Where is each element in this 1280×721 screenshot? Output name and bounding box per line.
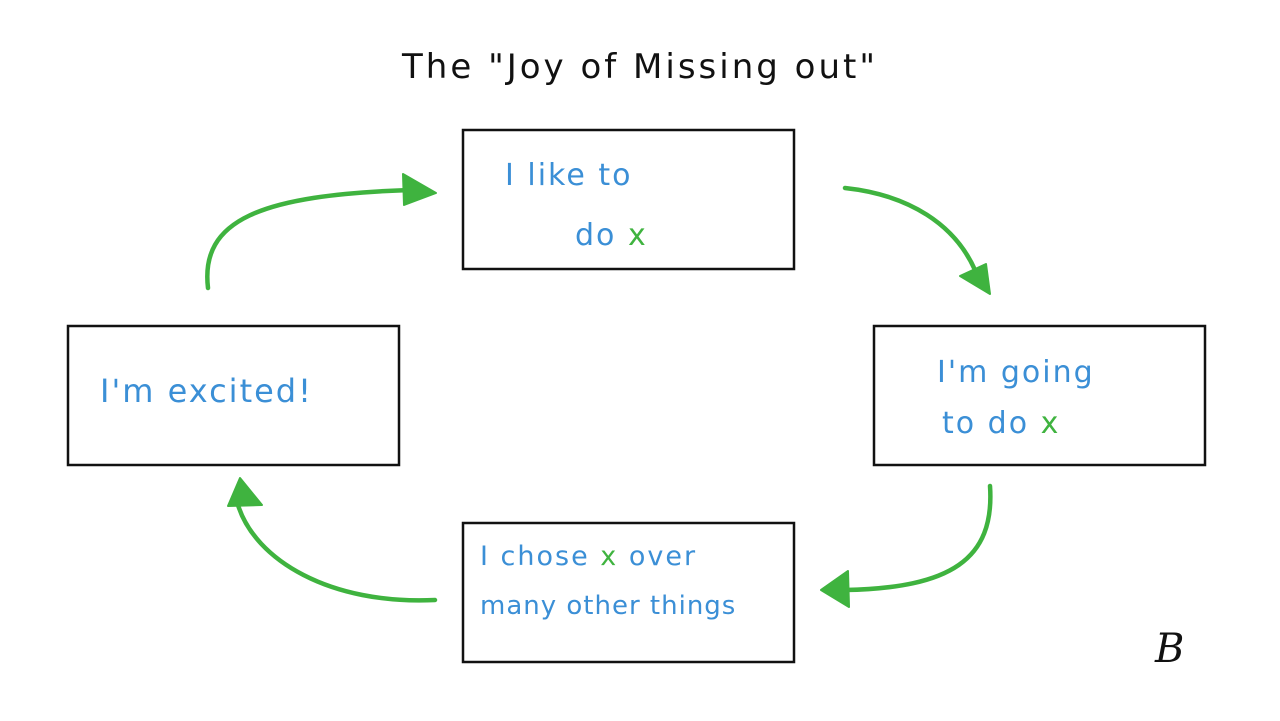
arrow-going-to-chose — [842, 483, 993, 593]
node-going-to-do: I'm going to do x — [872, 324, 1207, 467]
node-going-accent-x: x — [1041, 406, 1061, 441]
node-chose-line-2: many other things — [480, 591, 736, 621]
node-chose-line-1-after: over — [618, 541, 697, 572]
node-chose-line-1: I chose x over — [480, 541, 697, 572]
cycle-arrows — [205, 173, 993, 608]
node-going-line-2: to do x — [942, 406, 1060, 441]
node-going-line-2-text: to do — [942, 406, 1041, 441]
node-going-line-1: I'm going — [937, 355, 1095, 390]
node-excited-line-1: I'm excited! — [100, 372, 313, 410]
node-chose-line-1-text: I chose — [480, 541, 600, 572]
author-signature: B — [1154, 626, 1184, 672]
diagram-title: The "Joy of Missing out" — [401, 47, 878, 87]
arrow-like-to-going — [842, 185, 978, 273]
node-like-line-2-text: do — [575, 218, 628, 253]
arrowhead-going-to-chose — [820, 570, 850, 608]
node-chose-over: I chose x over many other things — [461, 521, 796, 664]
arrow-excited-to-like — [205, 187, 413, 291]
arrowhead-excited-to-like — [402, 173, 437, 206]
node-like-to-do: I like to do x — [461, 128, 796, 271]
arrow-chose-to-excited — [235, 502, 438, 603]
node-like-line-1: I like to — [505, 158, 632, 193]
node-excited: I'm excited! — [66, 324, 401, 467]
node-like-accent-x: x — [628, 218, 648, 253]
node-like-line-2: do x — [575, 218, 648, 253]
node-chose-accent-x: x — [600, 541, 618, 572]
arrowhead-chose-to-excited — [227, 477, 263, 507]
arrowhead-like-to-going — [959, 263, 991, 295]
